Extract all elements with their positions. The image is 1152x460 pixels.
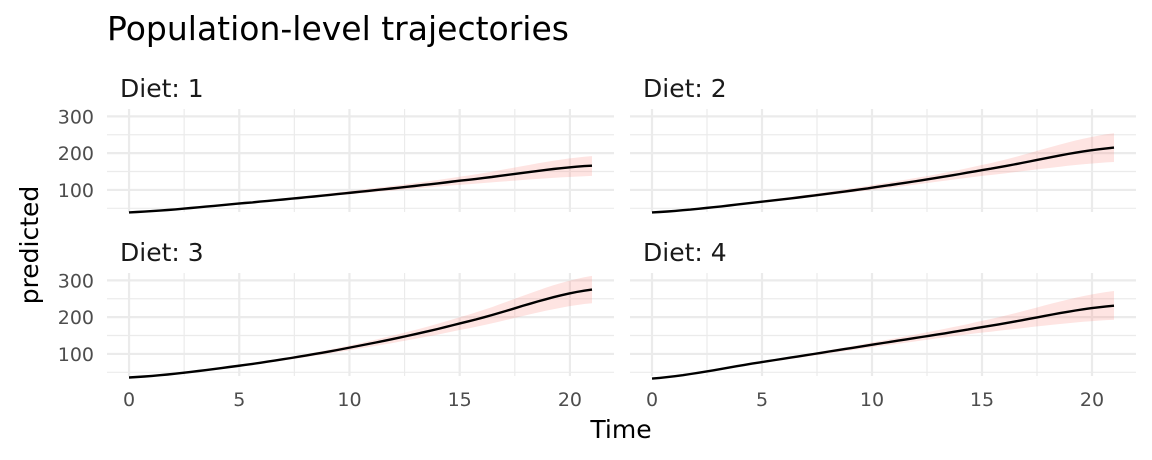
confidence-band <box>129 156 592 213</box>
y-tick-label: 100 <box>58 344 94 366</box>
x-tick-label: 15 <box>448 389 472 411</box>
x-tick-label: 15 <box>970 389 994 411</box>
y-tick-label: 200 <box>58 143 94 165</box>
y-axis-title: predicted <box>15 186 44 305</box>
y-tick-label: 300 <box>58 270 94 292</box>
x-tick-label: 5 <box>233 389 245 411</box>
strip-label: Diet: 3 <box>120 238 204 267</box>
x-tick-label: 5 <box>756 389 768 411</box>
confidence-band <box>129 275 592 378</box>
chart-title: Population-level trajectories <box>107 9 569 48</box>
prediction-line <box>128 164 593 214</box>
x-axis-title: Time <box>589 415 651 444</box>
x-tick-label: 10 <box>337 389 361 411</box>
y-tick-label: 100 <box>58 180 94 202</box>
y-tick-label: 200 <box>58 307 94 329</box>
panel-diet-3: Diet: 3 100 200 300 0 5 10 15 20 <box>58 238 614 411</box>
strip-label: Diet: 4 <box>643 238 727 267</box>
confidence-band <box>652 133 1114 213</box>
x-tick-label: 0 <box>123 389 135 411</box>
prediction-line <box>128 288 593 379</box>
x-tick-label: 0 <box>646 389 658 411</box>
x-tick-label: 10 <box>860 389 884 411</box>
panel-diet-2: Diet: 2 <box>630 74 1136 214</box>
x-tick-label: 20 <box>558 389 582 411</box>
confidence-band <box>652 291 1114 379</box>
prediction-line <box>651 304 1115 380</box>
panel-diet-1: Diet: 1 100 200 300 <box>58 74 614 214</box>
strip-label: Diet: 1 <box>120 74 204 103</box>
y-tick-label: 300 <box>58 106 94 128</box>
panel-diet-4: Diet: 4 0 5 10 15 20 <box>630 238 1136 411</box>
strip-label: Diet: 2 <box>643 74 727 103</box>
prediction-line <box>651 146 1115 214</box>
x-tick-label: 20 <box>1080 389 1104 411</box>
